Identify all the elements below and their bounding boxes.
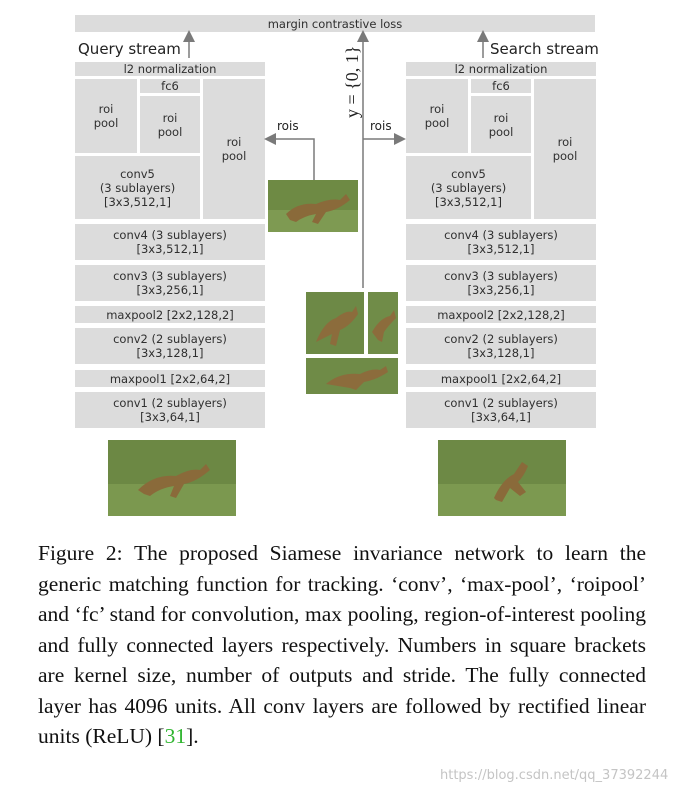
- left-roipool-a-block: roi pool: [75, 79, 137, 153]
- rois-right-label: rois: [370, 119, 392, 133]
- query-stream-label: Query stream: [78, 40, 181, 58]
- left-maxpool2-block: maxpool2 [2x2,128,2]: [75, 306, 265, 323]
- watermark: https://blog.csdn.net/qq_37392244: [440, 768, 669, 783]
- right-conv4-block: conv4 (3 sublayers) [3x3,512,1]: [406, 224, 596, 260]
- diagram-arrows: [183, 30, 489, 288]
- search-crop-image-1: [306, 292, 364, 354]
- caption-end: ].: [186, 724, 199, 748]
- margin-contrastive-loss-block: margin contrastive loss: [75, 15, 595, 32]
- search-crop-image-2: [368, 292, 398, 354]
- left-conv3-block: conv3 (3 sublayers) [3x3,256,1]: [75, 265, 265, 301]
- left-conv4-block: conv4 (3 sublayers) [3x3,512,1]: [75, 224, 265, 260]
- rois-left-arrow: [264, 133, 315, 180]
- left-fc6-block: fc6: [140, 79, 200, 93]
- right-maxpool1-block: maxpool1 [2x2,64,2]: [406, 370, 596, 387]
- search-frame-image: [438, 440, 566, 516]
- left-conv2-block: conv2 (2 sublayers) [3x3,128,1]: [75, 328, 265, 364]
- right-l2-normalization-block: l2 normalization: [406, 62, 596, 76]
- right-fc6-block: fc6: [471, 79, 531, 93]
- right-roipool-c-block: roi pool: [534, 79, 596, 219]
- search-stream-label: Search stream: [490, 40, 599, 58]
- search-crop-image-3: [306, 358, 398, 394]
- left-roipool-c-block: roi pool: [203, 79, 265, 219]
- left-roipool-b-block: roi pool: [140, 96, 200, 153]
- left-conv5-block: conv5 (3 sublayers) [3x3,512,1]: [75, 156, 200, 219]
- caption-text: Figure 2: The proposed Siamese invarianc…: [38, 541, 646, 748]
- right-roipool-a-block: roi pool: [406, 79, 468, 153]
- right-maxpool2-block: maxpool2 [2x2,128,2]: [406, 306, 596, 323]
- right-conv1-block: conv1 (2 sublayers) [3x3,64,1]: [406, 392, 596, 428]
- right-conv3-block: conv3 (3 sublayers) [3x3,256,1]: [406, 265, 596, 301]
- citation-link[interactable]: 31: [164, 724, 187, 748]
- right-conv2-block: conv2 (2 sublayers) [3x3,128,1]: [406, 328, 596, 364]
- left-l2-normalization-block: l2 normalization: [75, 62, 265, 76]
- roi-query-crop-image: [268, 180, 358, 232]
- figure-caption: Figure 2: The proposed Siamese invarianc…: [38, 538, 646, 752]
- left-conv1-block: conv1 (2 sublayers) [3x3,64,1]: [75, 392, 265, 428]
- right-roipool-b-block: roi pool: [471, 96, 531, 153]
- right-conv5-block: conv5 (3 sublayers) [3x3,512,1]: [406, 156, 531, 219]
- left-maxpool1-block: maxpool1 [2x2,64,2]: [75, 370, 265, 387]
- rois-left-label: rois: [277, 119, 299, 133]
- query-frame-image: [108, 440, 236, 516]
